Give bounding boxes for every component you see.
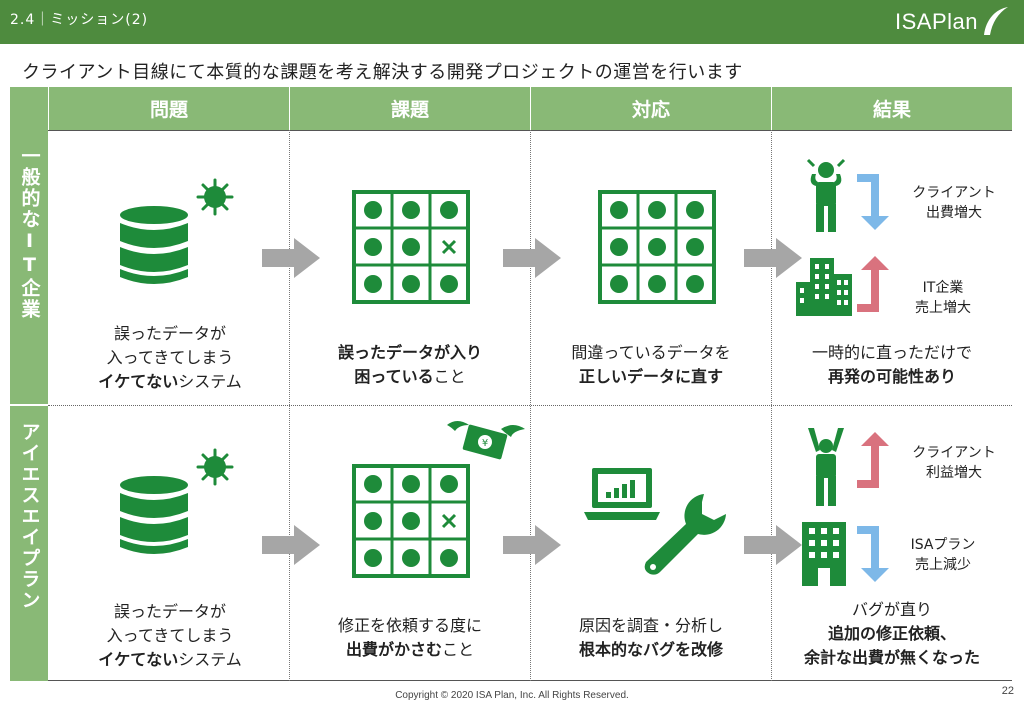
brand-logo: ISAPlan	[895, 4, 1010, 40]
wrench-icon	[644, 494, 726, 575]
comparison-table: 問題 課題 対応 結果 一般的なIT企業 アイエスエイプラン	[10, 87, 1012, 681]
up-arrow-icon	[857, 432, 889, 488]
virus-icon	[196, 178, 234, 216]
row2-legend-bottom: ISAプラン 売上減少	[910, 537, 976, 573]
data-grid-fixed-icon	[598, 190, 716, 304]
column-header-issue: 課題	[289, 87, 530, 130]
column-header-response: 対応	[530, 87, 771, 130]
page-headline: クライアント目線にて本質的な課題を考え解決する開発プロジェクトの運営を行います	[22, 62, 743, 83]
logo-swoosh-icon	[984, 7, 1008, 35]
virus-icon	[196, 448, 234, 486]
row2-issue-caption: 修正を依頼する度に 出費がかさむこと	[337, 616, 482, 659]
page-number: 22	[1001, 685, 1014, 697]
flying-money-icon: ¥	[447, 421, 525, 460]
row1-response-caption: 間違っているデータを 正しいデータに直す	[571, 343, 731, 386]
svg-text:¥: ¥	[482, 438, 488, 449]
database-icon	[120, 476, 188, 554]
column-divider	[530, 130, 531, 681]
row1-problem-caption: 誤ったデータが 入ってきてしまう イケてないシステム	[98, 324, 242, 391]
table-header-row: 問題 課題 対応 結果	[10, 87, 1012, 130]
column-header-problem: 問題	[48, 87, 289, 130]
row-label-isaplan: アイエスエイプラン	[10, 406, 48, 681]
data-grid-error-icon	[352, 464, 470, 578]
up-arrow-icon	[857, 256, 889, 312]
office-building-icon	[802, 522, 846, 586]
row-label-general: 一般的なIT企業	[10, 130, 48, 404]
row2-response-caption: 原因を調査・分析し 根本的なバグを改修	[578, 616, 723, 659]
column-divider	[771, 130, 772, 681]
section-label: 2.4｜ミッション(2)	[10, 12, 149, 28]
top-bar: 2.4｜ミッション(2) ISAPlan	[0, 0, 1024, 44]
row2-result-caption: バグが直り 追加の修正依頼、 余計な出費が無くなった	[803, 600, 980, 667]
data-grid-error-icon	[352, 190, 470, 304]
row2-problem-caption: 誤ったデータが 入ってきてしまう イケてないシステム	[98, 602, 242, 669]
distressed-person-icon	[806, 158, 846, 232]
right-arrow-icon	[744, 525, 802, 565]
column-divider	[289, 130, 290, 681]
database-icon	[120, 206, 188, 284]
cheering-person-icon	[808, 428, 844, 506]
right-arrow-icon	[262, 525, 320, 565]
right-arrow-icon	[503, 238, 561, 278]
laptop-chart-icon	[584, 468, 660, 520]
office-building-icon	[796, 258, 852, 316]
column-header-result: 結果	[771, 87, 1012, 130]
right-arrow-icon	[262, 238, 320, 278]
row1-result-caption: 一時的に直っただけで 再発の可能性あり	[811, 343, 972, 386]
down-arrow-icon	[857, 526, 889, 582]
right-arrow-icon	[744, 238, 802, 278]
row1-issue-caption: 誤ったデータが入り 困っていること	[337, 343, 482, 386]
row1-legend-bottom: IT企業 売上増大	[915, 280, 971, 316]
copyright-footer: Copyright © 2020 ISA Plan, Inc. All Righ…	[395, 690, 629, 701]
row1-legend-top: クライアント 出費増大	[912, 185, 996, 221]
logo-text: ISAPlan	[895, 9, 978, 34]
row2-legend-top: クライアント 利益増大	[912, 445, 996, 481]
down-arrow-icon	[857, 174, 889, 230]
right-arrow-icon	[503, 525, 561, 565]
